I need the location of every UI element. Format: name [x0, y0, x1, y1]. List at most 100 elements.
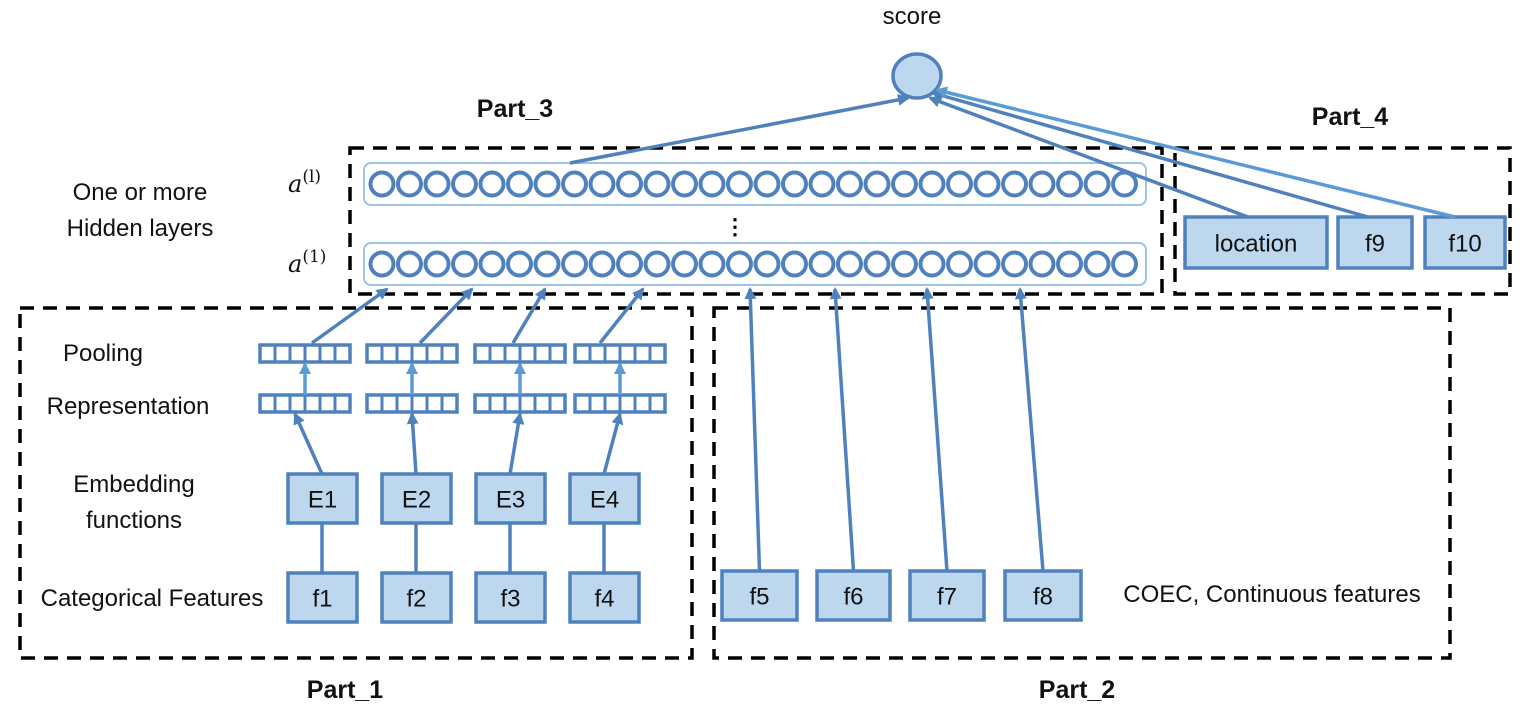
neuron — [451, 170, 478, 198]
continuous-box-5 — [720, 569, 799, 622]
neuron — [973, 250, 1001, 278]
representation-label: Representation — [47, 393, 210, 420]
hidden-layer-1 — [363, 242, 1147, 286]
arrow-f9-to-score — [931, 89, 1369, 219]
embedding-box-3-label: E3 — [496, 487, 525, 514]
categorical-box-3-label: f3 — [500, 586, 520, 613]
neurons — [368, 170, 1138, 278]
neuron — [1083, 250, 1111, 278]
layer-1-symbol: a — [288, 250, 302, 278]
arrow-f10-to-score — [935, 86, 1456, 219]
embedding-box-2-label: E2 — [402, 487, 431, 514]
neuron — [588, 170, 616, 198]
hidden-layer-l — [363, 162, 1147, 206]
score-label: score — [883, 3, 942, 30]
neuron — [808, 250, 836, 278]
layer-1-label: a(1) — [288, 247, 326, 278]
neuron — [506, 250, 533, 278]
neuron — [396, 170, 423, 198]
neuron — [451, 250, 478, 278]
continuous-box-6 — [815, 569, 892, 622]
categorical-box-4 — [568, 571, 641, 624]
arrow-pooling-to-hidden — [598, 287, 645, 345]
neuron — [671, 250, 698, 278]
neuron — [616, 250, 643, 278]
arrow-embedding-to-representation — [406, 412, 419, 475]
part2-box — [712, 306, 1452, 660]
neuron — [863, 250, 891, 278]
f9-box-label: f9 — [1365, 231, 1385, 258]
embedding-label-line2: functions — [86, 507, 182, 534]
embedding-box-4-label: E4 — [590, 487, 619, 514]
embedding-label-line1: Embedding — [73, 471, 194, 498]
continuous-label: COEC, Continuous features — [1123, 581, 1420, 608]
location-box — [1183, 215, 1329, 270]
part1-box — [18, 306, 694, 660]
hidden-layers-label-line2: Hidden layers — [67, 215, 214, 242]
neuron — [478, 250, 506, 278]
embedding-box-1 — [286, 472, 359, 525]
neuron — [588, 250, 616, 278]
neuron — [1001, 250, 1028, 278]
neuron — [423, 170, 451, 198]
arrow-pooling-to-hidden — [418, 287, 474, 345]
continuous-box-7-label: f7 — [937, 584, 957, 611]
categorical-label: Categorical Features — [41, 585, 264, 612]
hidden-layers-label-line1: One or more — [73, 179, 208, 206]
arrow-continuous-to-hidden — [1014, 287, 1045, 572]
layer-1-superscript: (1) — [302, 247, 326, 267]
arrow-hidden-to-score — [569, 93, 910, 165]
continuous-box-6-label: f6 — [843, 584, 863, 611]
location-box-label: location — [1215, 231, 1298, 258]
categorical-box-1 — [286, 571, 359, 624]
arrow-embedding-to-representation — [293, 412, 324, 475]
part2-label: Part_2 — [1039, 676, 1115, 704]
categorical-box-1-label: f1 — [312, 586, 332, 613]
neuron — [891, 250, 918, 278]
categorical-box-2-label: f2 — [406, 586, 426, 613]
neuron — [781, 170, 808, 198]
neuron — [368, 170, 396, 198]
layer-l-symbol: a — [288, 170, 302, 198]
neuron — [506, 170, 533, 198]
neuron — [808, 170, 836, 198]
part4-box — [1173, 146, 1512, 296]
neuron — [396, 250, 423, 278]
arrow-continuous-to-hidden — [744, 287, 762, 572]
neuron — [616, 170, 643, 198]
neuron — [643, 250, 671, 278]
arrow-continuous-to-hidden — [829, 287, 856, 572]
neuron — [561, 170, 588, 198]
continuous-box-5-label: f5 — [749, 584, 769, 611]
continuous-box-8-label: f8 — [1033, 584, 1053, 611]
neuron — [1028, 170, 1056, 198]
neuron — [726, 170, 753, 198]
score-node — [891, 52, 943, 100]
neuron — [533, 170, 561, 198]
arrow-pooling-to-hidden — [511, 287, 547, 344]
f10-box-label: f10 — [1448, 231, 1481, 258]
neuron — [1111, 170, 1138, 198]
pooling-label: Pooling — [63, 340, 143, 367]
arrow-embedding-to-representation — [602, 412, 624, 475]
embedding-box-2 — [380, 472, 453, 525]
neuron — [1111, 250, 1138, 278]
f10-box — [1423, 215, 1507, 270]
neuron — [946, 250, 973, 278]
embedding-box-4 — [568, 472, 641, 525]
neuron — [1056, 170, 1083, 198]
layer-l-label: a(l) — [288, 167, 321, 198]
layers-ellipsis: ⋮ — [724, 214, 746, 239]
neuron — [1028, 250, 1056, 278]
neuron — [1056, 250, 1083, 278]
neuron — [478, 170, 506, 198]
categorical-box-4-label: f4 — [594, 586, 614, 613]
neuron — [671, 170, 698, 198]
neuron — [946, 170, 973, 198]
neuron — [368, 250, 396, 278]
neuron — [423, 250, 451, 278]
neuron — [918, 170, 946, 198]
arrow-location-to-score — [928, 95, 1249, 219]
neuron — [726, 250, 753, 278]
